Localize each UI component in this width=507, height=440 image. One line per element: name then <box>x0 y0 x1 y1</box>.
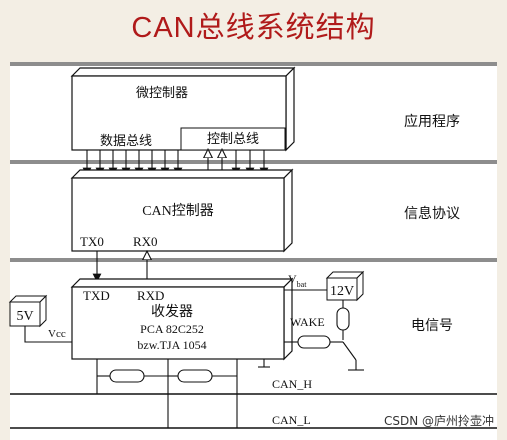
wake-label: WAKE <box>290 315 325 329</box>
txrx-lines <box>92 251 147 283</box>
transceiver-label: 收发器 <box>151 304 193 320</box>
txd-label: TXD <box>83 288 110 303</box>
tja-label: bzw.TJA 1054 <box>137 338 206 352</box>
data-bus-label: 数据总线 <box>100 134 152 149</box>
layer-separators <box>10 62 497 262</box>
can-controller-label: CAN控制器 <box>142 203 214 219</box>
can-l-resistor <box>177 369 213 383</box>
layer-band-1 <box>10 160 497 164</box>
can-controller-block <box>70 168 294 253</box>
wake-circuit <box>258 307 364 371</box>
mcu-label: 微控制器 <box>136 86 188 101</box>
can-l-label: CAN_L <box>272 413 311 427</box>
can-h-resistor <box>109 369 145 383</box>
mcu-block <box>70 66 296 152</box>
supply-5v <box>8 294 72 343</box>
wake-resistor <box>297 335 331 349</box>
supply-5v-label: 5V <box>16 309 33 324</box>
battery-12v <box>284 270 365 308</box>
rx0-label: RX0 <box>133 234 158 249</box>
can-h-label: CAN_H <box>272 377 312 391</box>
transceiver-block <box>70 277 294 361</box>
rxd-label: RXD <box>137 288 164 303</box>
vbat-sub: bat <box>297 280 308 289</box>
vcc-label: Vcc <box>48 328 66 340</box>
slide-title: CAN总线系统结构 <box>131 12 376 44</box>
control-bus-box <box>180 127 286 151</box>
bus-taps <box>96 359 238 428</box>
vertical-resistor <box>336 307 350 331</box>
pca-label: PCA 82C252 <box>140 322 204 336</box>
watermark: CSDN @庐州拎壶冲 <box>384 413 494 428</box>
layer-label-protocol: 信息协议 <box>404 205 460 222</box>
can-bus-lines <box>10 393 497 429</box>
layer-label-electrical: 电信号 <box>411 318 453 334</box>
tx0-label: TX0 <box>80 234 104 249</box>
layer-band-2 <box>10 258 497 262</box>
layer-band-top <box>10 62 497 66</box>
control-bus-label: 控制总线 <box>207 132 259 147</box>
vbat-main: V <box>288 272 297 286</box>
battery-12v-label: 12V <box>330 284 354 299</box>
vbat-label: Vbat <box>288 272 307 289</box>
layer-label-application: 应用程序 <box>404 113 460 130</box>
